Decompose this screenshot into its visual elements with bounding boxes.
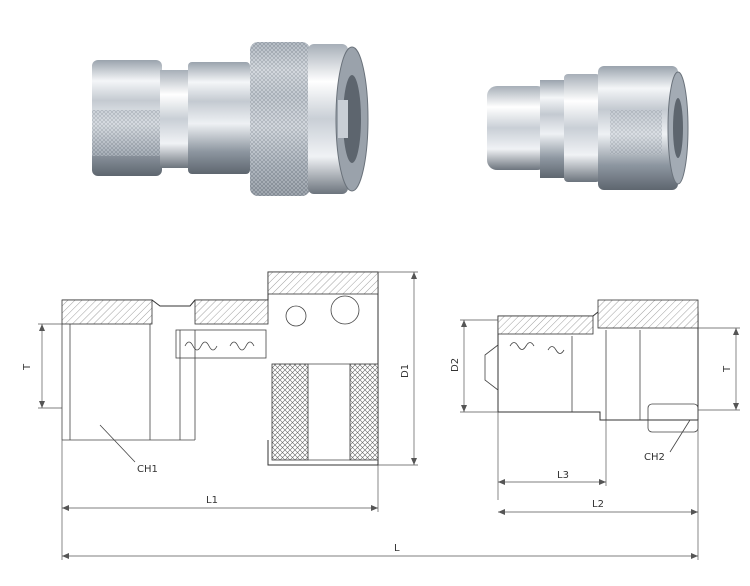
label-t-right: T [722,365,733,373]
label-t-left: T [22,363,33,371]
male-nipple-drawing [484,299,699,453]
label-d1: D1 [400,364,411,378]
male-nipple-photo [487,66,689,190]
label-l: L [394,543,400,554]
label-ch1: CH1 [137,464,158,475]
label-ch2: CH2 [644,452,665,463]
label-l1: L1 [206,495,218,506]
female-coupler-photo [92,42,369,196]
label-l3: L3 [557,470,569,481]
dimension-lines [38,271,740,560]
female-coupler-drawing [61,271,379,466]
label-l2: L2 [592,499,604,510]
label-d2: D2 [450,358,461,372]
